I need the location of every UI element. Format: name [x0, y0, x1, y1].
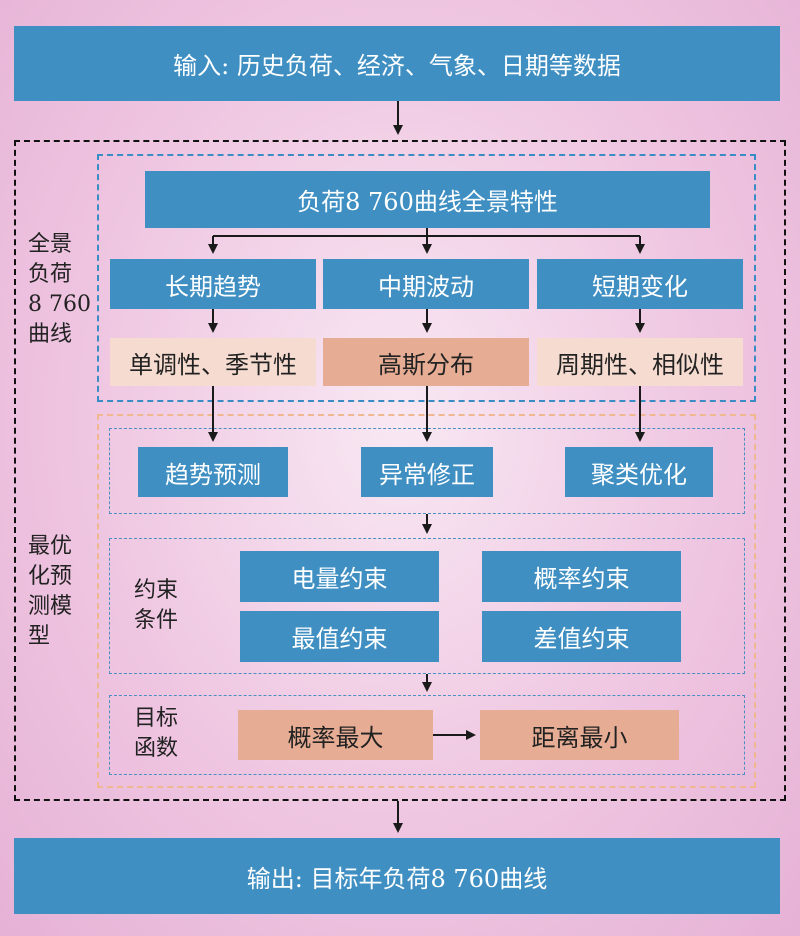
input-box: 输入: 历史负荷、经济、气象、日期等数据: [14, 26, 780, 101]
constraint-difference: 差值约束: [482, 611, 681, 662]
model-side-label: 最优 化预 测模 型: [28, 534, 73, 649]
constraint-probability: 概率约束: [482, 551, 681, 602]
characteristic-gaussian: 高斯分布: [323, 338, 529, 386]
characteristic-periodic-similar: 周期性、相似性: [537, 338, 743, 386]
outer-black-dashed-frame: [14, 140, 786, 801]
panorama-side-label: 全景 负荷 8 760 曲线: [28, 232, 91, 347]
constraint-extreme-value: 最值约束: [240, 611, 439, 662]
category-long-term: 长期趋势: [110, 259, 316, 309]
category-mid-term: 中期波动: [323, 259, 529, 309]
constraint-energy: 电量约束: [240, 551, 439, 602]
method-anomaly-correction: 异常修正: [361, 447, 493, 497]
method-clustering-optimization: 聚类优化: [565, 447, 713, 497]
objective-dotted-frame: [109, 695, 745, 775]
characteristic-monotonic-seasonal: 单调性、季节性: [110, 338, 316, 386]
output-box: 输出: 目标年负荷8 760曲线: [14, 838, 780, 914]
objective-min-distance: 距离最小: [480, 710, 679, 760]
constraints-dotted-frame: [109, 538, 745, 674]
category-short-term: 短期变化: [537, 259, 743, 309]
objective-max-probability: 概率最大: [238, 710, 433, 760]
panorama-header-box: 负荷8 760曲线全景特性: [145, 171, 710, 228]
method-trend-prediction: 趋势预测: [138, 447, 288, 497]
constraints-label: 约束 条件: [134, 578, 179, 633]
objective-label: 目标 函数: [134, 706, 179, 761]
